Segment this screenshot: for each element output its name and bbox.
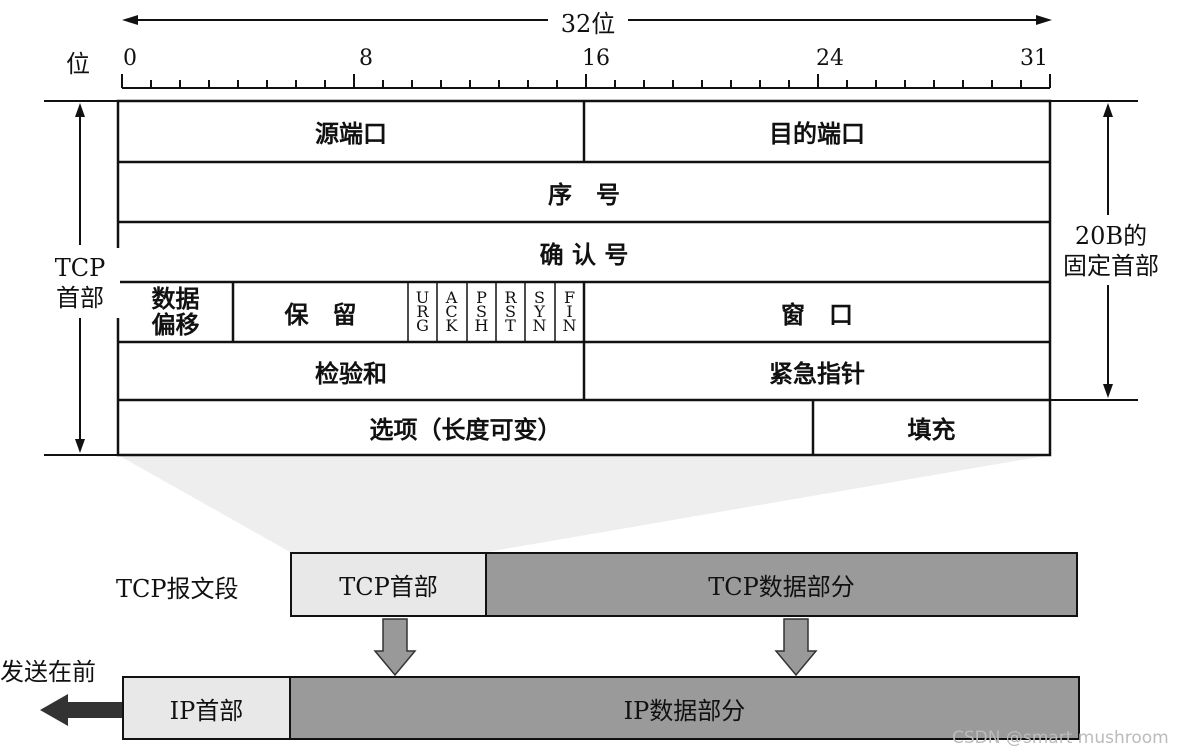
tcp-header-side-line1: TCP	[54, 254, 106, 282]
watermark: CSDN @smart mushroom	[952, 728, 1169, 748]
data-offset-line1: 数据	[151, 284, 200, 313]
data-offset-line2: 偏移	[151, 310, 200, 339]
ip-header: IP首部	[122, 676, 291, 740]
tcp-header-height-arrow	[75, 103, 85, 453]
down-arrow-data	[774, 618, 818, 677]
field-options: 选项（长度可变）	[369, 415, 562, 444]
field-padding: 填充	[907, 415, 956, 444]
tick-label-24: 24	[816, 46, 844, 71]
send-first-arrow	[40, 694, 122, 726]
field-urgent-pointer: 紧急指针	[769, 358, 865, 388]
tcp-segment-data: TCP数据部分	[485, 552, 1078, 617]
fixed-header-side-line2: 固定首部	[1063, 252, 1159, 280]
fixed-header-side-label: 20B的 固定首部	[1053, 218, 1169, 284]
tcp-header-box	[116, 99, 1052, 457]
position-label: 位	[66, 50, 90, 78]
field-dest-port: 目的端口	[769, 119, 865, 148]
send-first-label: 发送在前	[0, 658, 96, 686]
tcp-segment-header: TCP首部	[290, 552, 487, 617]
tcp-header-side-label: TCP 首部	[40, 248, 120, 318]
tick-label-0: 0	[123, 46, 137, 71]
funnel-shape	[118, 455, 1050, 552]
field-data-offset: 数据 偏移	[118, 282, 233, 342]
width-arrow	[122, 15, 1052, 25]
bit-ruler	[121, 74, 1051, 89]
tcp-segment-label: TCP报文段	[116, 575, 239, 603]
tcp-header-side-line2: 首部	[56, 284, 104, 312]
tick-label-16: 16	[582, 46, 610, 71]
tick-label-8: 8	[359, 46, 373, 71]
fixed-header-height-arrow	[1103, 103, 1113, 398]
tick-label-31: 31	[1020, 46, 1048, 71]
bits-width-label: 32位	[548, 4, 628, 38]
field-source-port: 源端口	[315, 119, 387, 148]
field-window: 窗 口	[781, 299, 853, 329]
fixed-header-side-line1: 20B的	[1074, 222, 1148, 250]
field-ack-number: 确 认 号	[539, 239, 629, 269]
field-sequence-number: 序 号	[548, 179, 620, 209]
ip-data: IP数据部分	[289, 676, 1080, 740]
field-reserved: 保 留	[284, 299, 357, 329]
field-checksum: 检验和	[315, 358, 387, 388]
down-arrow-header	[373, 618, 417, 677]
